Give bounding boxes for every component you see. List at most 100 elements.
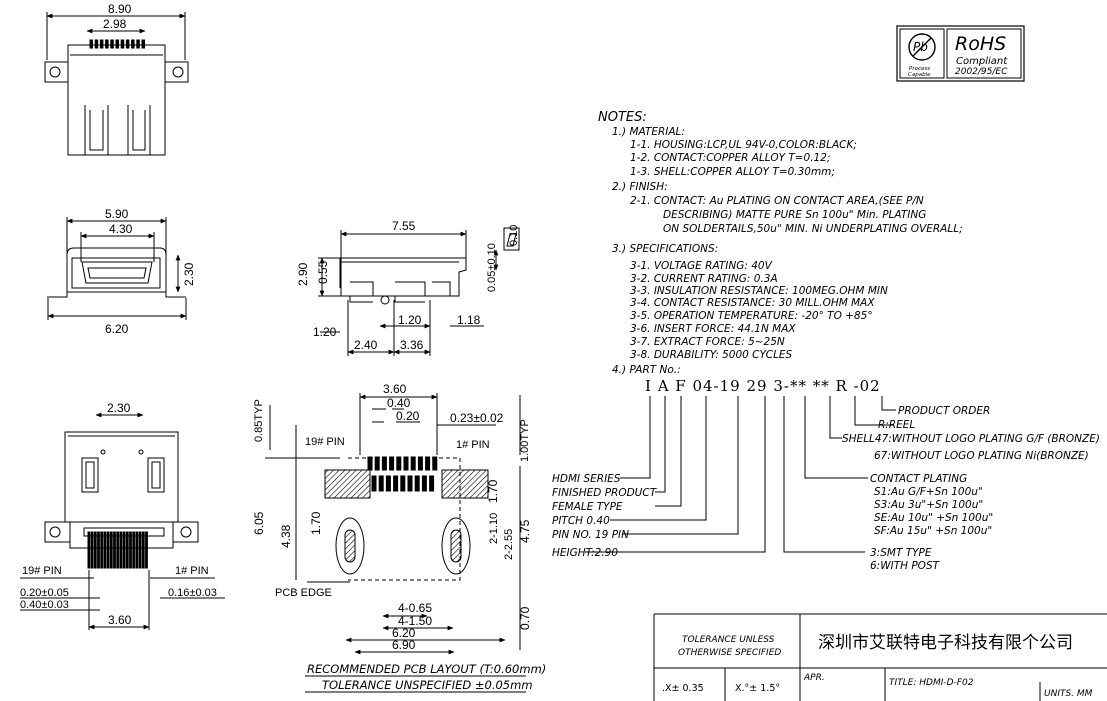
bottom-pin bbox=[106, 531, 110, 569]
pcb-h620-label: 6.20 bbox=[392, 626, 416, 640]
type1-label: 3:SMT TYPE bbox=[870, 547, 932, 559]
note-line: 1.) MATERIAL: bbox=[612, 126, 685, 138]
bottom-pin bbox=[138, 531, 142, 569]
pcb-pad bbox=[400, 475, 406, 492]
note-line: 3-1. VOLTAGE RATING: 40V bbox=[630, 260, 773, 272]
notes-list: 1.) MATERIAL:1-1. HOUSING:LCP,UL 94V-0,C… bbox=[612, 126, 963, 376]
bottom-pin bbox=[93, 531, 97, 569]
pcb-pad bbox=[429, 475, 435, 492]
tb-x-tol: .X± 0.35 bbox=[662, 683, 704, 694]
pcb-pad bbox=[396, 456, 402, 471]
pcb-h065-label: 4-0.65 bbox=[398, 601, 432, 615]
top-pin bbox=[89, 39, 93, 49]
side-h-total-label: 2.90 bbox=[296, 262, 310, 286]
side-length-label: 7.55 bbox=[392, 219, 416, 233]
note-line: ON SOLDERTAILS,50u" MIN. Ni UNDERPLATING… bbox=[663, 223, 963, 235]
bottom-pin bbox=[100, 531, 104, 569]
pcb-v475-label: 4.75 bbox=[518, 519, 532, 543]
pcb-pad bbox=[371, 475, 377, 492]
top-view bbox=[44, 12, 189, 156]
pcb-h690-label: 6.90 bbox=[392, 638, 416, 652]
top-pin bbox=[105, 39, 109, 49]
rohs-title: RoHS bbox=[955, 33, 1006, 55]
tb-units: UNITS. MM bbox=[1044, 689, 1093, 699]
pcb-edge-label: PCB EDGE bbox=[275, 587, 332, 599]
front-view bbox=[47, 217, 187, 320]
part-number-field-label: PIN NO. 19 PIN bbox=[552, 529, 629, 541]
top-pin bbox=[115, 39, 119, 49]
part-number-code: I A F 04-19 29 3-** ** R -02 bbox=[645, 377, 881, 395]
bottom-pin bbox=[141, 531, 145, 569]
type2-label: 6:WITH POST bbox=[870, 560, 941, 572]
pcb-pad bbox=[378, 475, 384, 492]
pcb-pad bbox=[410, 456, 416, 471]
side-view bbox=[318, 227, 520, 356]
top-pin bbox=[110, 39, 114, 49]
pcb-pad bbox=[403, 456, 409, 471]
plating-option: SE:Au 10u" +Sn 100u" bbox=[874, 512, 993, 524]
side-a-label: 1.20 bbox=[313, 325, 337, 339]
rohs-badge bbox=[896, 25, 1025, 82]
part-number-field-label: FEMALE TYPE bbox=[552, 501, 623, 513]
pcb-pad bbox=[389, 456, 395, 471]
rohs-line2: 2002/95/EC bbox=[955, 67, 1008, 77]
note-line: 3-7. EXTRACT FORCE: 5~25N bbox=[630, 336, 785, 348]
note-line: 1-2. CONTACT:COPPER ALLOY T=0.12; bbox=[630, 152, 830, 164]
pcb-h150-label: 4-1.50 bbox=[398, 614, 432, 628]
note-line: 3-8. DURABILITY: 5000 CYCLES bbox=[630, 349, 793, 361]
bottom-pin bbox=[113, 531, 116, 569]
top-pin bbox=[99, 39, 104, 49]
top-pin bbox=[131, 39, 135, 49]
bottom-pin1-label: 1# PIN bbox=[175, 565, 209, 577]
tb-title: TITLE: HDMI-D-F02 bbox=[889, 678, 974, 688]
shell2-label: 67:WITHOUT LOGO PLATING Ni(BRONZE) bbox=[874, 450, 1089, 462]
part-number-field-label: FINISHED PRODUCT bbox=[552, 487, 658, 499]
pcb-pad bbox=[385, 475, 391, 492]
plating-option: SF:Au 15u" +Sn 100u" bbox=[874, 525, 992, 537]
bottom-t3-label: 0.16±0.03 bbox=[168, 587, 217, 599]
bottom-pin bbox=[116, 531, 120, 569]
bottom-pin bbox=[87, 531, 91, 569]
title-block bbox=[653, 613, 1107, 701]
pcb-tolerance: TOLERANCE UNSPECIFIED ±0.05mm bbox=[322, 678, 533, 692]
tb-ang-tol: X.°± 1.5° bbox=[735, 683, 780, 694]
bottom-pin bbox=[129, 531, 132, 569]
note-line: 3-4. CONTACT RESISTANCE: 30 MILL.OHM MAX bbox=[630, 297, 875, 309]
pcb-v255-label: 2-2.55 bbox=[503, 529, 515, 560]
front-inner-label: 4.30 bbox=[109, 222, 133, 236]
pcb-right-v-label: 1.00TYP bbox=[519, 419, 531, 462]
top-pin bbox=[141, 39, 145, 49]
bottom-pin bbox=[125, 531, 129, 569]
pcb-pad bbox=[381, 456, 387, 471]
pcb-pad bbox=[393, 475, 399, 492]
side-b-label: 1.20 bbox=[398, 313, 422, 327]
tb-apr: APR. bbox=[803, 673, 825, 683]
shell1-label: SHELL47:WITHOUT LOGO PLATING G/F (BRONZE… bbox=[842, 433, 1100, 445]
product-order-label: PRODUCT ORDER bbox=[898, 405, 990, 417]
pcb-layout-view bbox=[265, 393, 526, 693]
pcb-v605-label: 6.05 bbox=[252, 511, 266, 535]
rohs-pb-sub2: Capable bbox=[908, 72, 931, 78]
part-number-field-label: HDMI SERIES bbox=[552, 473, 621, 485]
plating-option: S3:Au 3u"+Sn 100u" bbox=[874, 499, 983, 511]
top-pin bbox=[136, 39, 140, 49]
bottom-t2-label: 0.40±0.03 bbox=[20, 599, 69, 611]
note-line: 1-1. HOUSING:LCP,UL 94V-0,COLOR:BLACK; bbox=[630, 139, 857, 151]
pcb-pad-label: 0.23±0.02 bbox=[450, 411, 504, 425]
bottom-pin bbox=[122, 531, 126, 569]
bottom-pin bbox=[97, 531, 100, 569]
pcb-p1-label: 0.40 bbox=[387, 396, 411, 410]
note-line: 3-5. OPERATION TEMPERATURE: -20° TO +85° bbox=[630, 310, 873, 322]
bottom-span-label: 3.60 bbox=[108, 613, 132, 627]
side-h-sub-label: 0.55 bbox=[316, 260, 330, 284]
bottom-pin bbox=[132, 531, 136, 569]
plating-title: CONTACT PLATING bbox=[870, 473, 967, 485]
pcb-pad bbox=[425, 456, 431, 471]
bottom-pin bbox=[90, 531, 94, 569]
bottom-t1-label: 0.20±0.05 bbox=[20, 587, 69, 599]
part-number-leaders bbox=[585, 396, 896, 553]
pcb-p2-label: 0.20 bbox=[396, 409, 420, 423]
pcb-pad bbox=[421, 475, 427, 492]
notes-title: NOTES: bbox=[598, 110, 647, 125]
